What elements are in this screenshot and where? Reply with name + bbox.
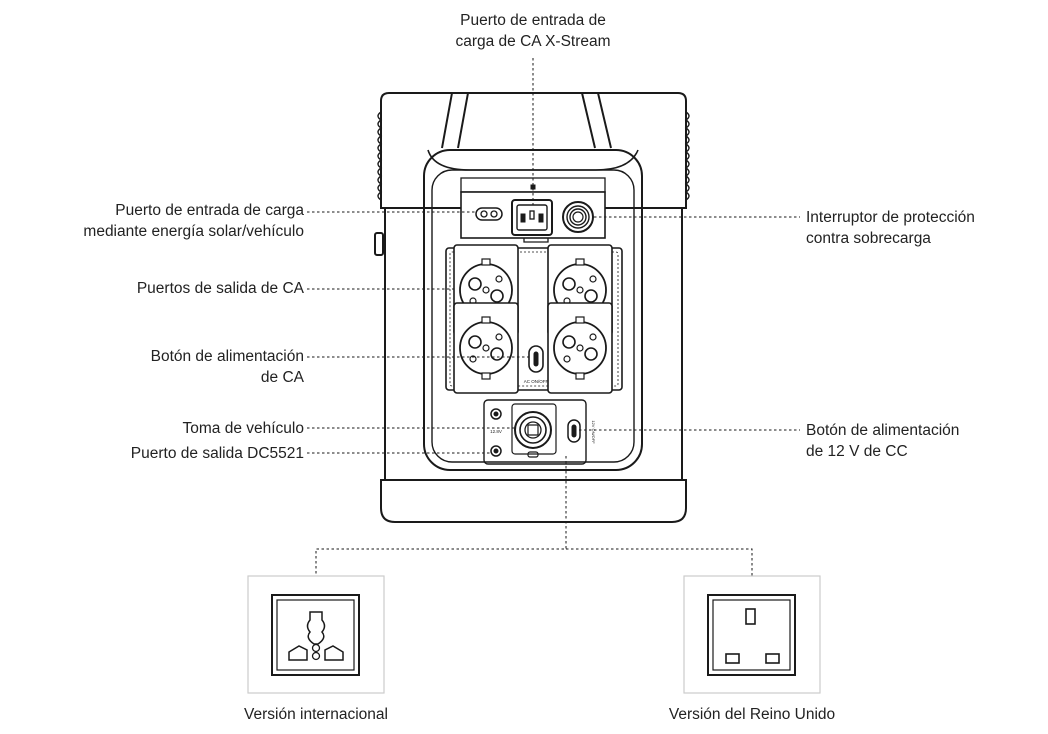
universal-socket-icon <box>247 575 385 694</box>
overload-switch-icon <box>562 201 594 233</box>
uk-socket-icon <box>683 575 821 694</box>
power-station-body <box>374 92 690 523</box>
label-dc12v-button: Botón de alimentación de 12 V de CC <box>806 422 960 460</box>
ac-onoff-text: AC ON/OFF <box>524 379 549 384</box>
car-outlet-icon <box>511 403 557 458</box>
label-uk-version: Versión del Reino Unido <box>668 706 836 723</box>
input-panel <box>460 177 606 243</box>
label-overload-protector: Interruptor de protección contra sobreca… <box>806 209 975 247</box>
label-dc5521-output: Puerto de salida DC5521 <box>130 445 304 462</box>
label-intl-version: Versión internacional <box>244 706 388 723</box>
dc-panel: 12.8V 12V ON/OFF <box>483 399 596 465</box>
ac-power-button[interactable] <box>528 345 544 373</box>
dc-onoff-text: 12V ON/OFF <box>591 420 596 444</box>
leader-lines <box>307 58 800 576</box>
leader-versions <box>315 456 567 576</box>
label-car-outlet: Toma de vehículo <box>182 420 305 437</box>
dc-12v-power-button[interactable] <box>567 419 581 443</box>
label-ac-outputs: Puertos de salida de CA <box>136 280 304 297</box>
label-ac-power-button: Botón de alimentación de CA <box>150 348 304 386</box>
ac-inlet-icon <box>511 199 553 243</box>
ac-output-panel: AC ON/OFF <box>445 244 623 394</box>
dc-voltage-text: 12.8V <box>490 429 502 434</box>
solar-input-icon <box>475 207 503 221</box>
label-solar-car-input: Puerto de entrada de carga mediante ener… <box>83 202 304 240</box>
label-ac-xstream-input: Puerto de entrada de carga de CA X-Strea… <box>455 12 611 50</box>
